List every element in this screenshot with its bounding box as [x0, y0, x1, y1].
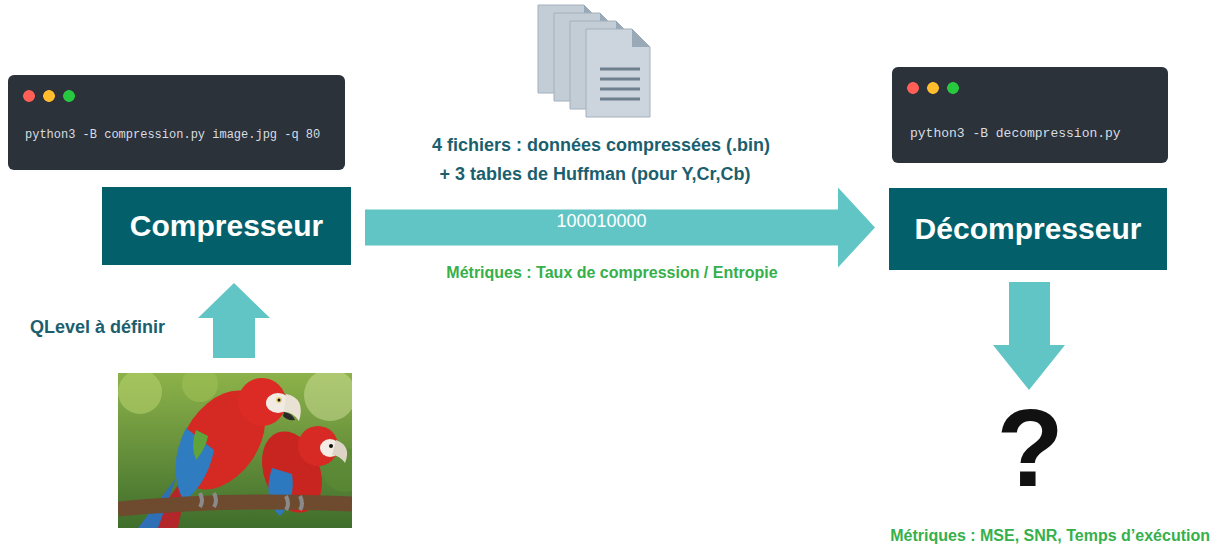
question-mark: ? — [996, 393, 1063, 503]
process-box: Décompresseur — [889, 188, 1167, 270]
edge-label: 100010000 — [552, 211, 650, 233]
box-title: Compresseur — [130, 208, 323, 244]
parrot-eye — [329, 444, 333, 448]
terminal-window: python3 -B compression.py image.jpg -q 8… — [8, 75, 345, 170]
command-line: python3 -B compression.py image.jpg -q 8… — [25, 128, 320, 142]
parrot-wing — [175, 428, 214, 502]
text-lines — [600, 69, 640, 99]
terminal-window: python3 -B decompression.py — [892, 67, 1168, 163]
annotation: 4 fichiers : données compressées (.bin) — [432, 135, 770, 157]
box-title: Décompresseur — [915, 211, 1142, 247]
parrot-beak — [284, 394, 301, 421]
parameter-note: QLevel à définir — [30, 317, 165, 339]
parrot-feet — [200, 493, 302, 510]
parrot-head — [298, 426, 338, 466]
block-arrow — [365, 188, 875, 268]
branch — [118, 502, 352, 509]
metrics-note: Métriques : MSE, SNR, Temps d’exécution — [890, 526, 1210, 545]
bokeh — [304, 373, 352, 421]
page-fold — [632, 29, 650, 47]
metrics-note: Métriques : Taux de compression / Entrop… — [446, 263, 777, 282]
document-page — [586, 29, 650, 117]
bokeh — [182, 373, 218, 402]
parrot-eye — [276, 397, 282, 403]
command-line: python3 -B decompression.py — [910, 126, 1121, 142]
parrot-wing-band — [193, 430, 208, 460]
process-box: Compresseur — [102, 187, 351, 265]
parrot-beak — [283, 412, 295, 420]
documents-icon — [538, 5, 650, 117]
down-arrow — [993, 282, 1065, 390]
parrot-pupil — [278, 399, 281, 402]
parrot-photo — [118, 373, 352, 528]
up-arrow — [198, 283, 270, 358]
annotation: + 3 tables de Huffman (pour Y,Cr,Cb) — [439, 164, 750, 186]
parrot-head — [238, 378, 286, 426]
parrot-beak — [332, 440, 347, 463]
bokeh — [118, 373, 162, 414]
